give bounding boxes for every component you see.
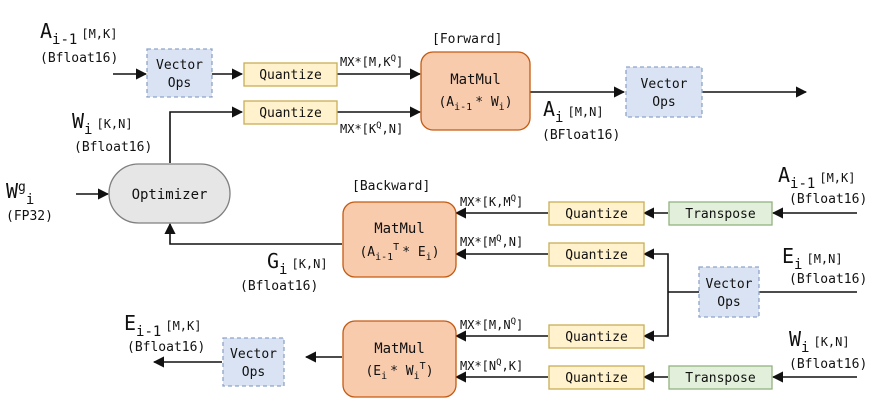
transpose-box-activation: Transpose (668, 201, 773, 226)
optimizer-node: Optimizer (108, 163, 231, 224)
forward-section-label: [Forward] (432, 32, 502, 47)
tensor-wg-input: Wgi (FP32) (6, 179, 53, 224)
matmul-backward-weight-grad: MatMul (Ai-1T* Ei) (342, 201, 457, 278)
vector-ops-box-backward-error: Vector Ops (698, 266, 760, 318)
matmul-forward: MatMul (Ai-1* Wi) (420, 51, 531, 131)
tensor-g-output: Gi[K,N] (Bfloat16) (240, 249, 328, 294)
svg-text:Ai-1[M,K]: Ai-1[M,K] (40, 19, 117, 48)
svg-text:(BFloat16): (BFloat16) (542, 128, 620, 143)
svg-text:MatMul: MatMul (374, 221, 425, 237)
svg-text:(Bfloat16): (Bfloat16) (789, 357, 867, 372)
edge-label-bw-error-1: MX*[MQ,N] (460, 234, 523, 249)
tensor-e-input: Ei[M,N] (Bfloat16) (782, 244, 867, 287)
svg-text:MatMul: MatMul (450, 72, 501, 88)
svg-text:(Bfloat16): (Bfloat16) (789, 272, 867, 287)
vector-ops-box-forward-output: Vector Ops (625, 66, 703, 118)
svg-text:Ei-1[M,K]: Ei-1[M,K] (124, 311, 201, 340)
svg-text:Gi[K,N]: Gi[K,N] (267, 249, 328, 278)
matmul-backward-data-grad: MatMul (Ei* WiT) (342, 320, 457, 398)
quantize-box-backward-error-2: Quantize (548, 324, 645, 349)
svg-text:Ops: Ops (168, 76, 191, 91)
edge-label-bw-activation: MX*[K,MQ] (460, 194, 523, 209)
tensor-w-backward: Wi[K,N] (Bfloat16) (789, 327, 867, 372)
backward-section-label: [Backward] (352, 179, 430, 194)
svg-text:MatMul: MatMul (374, 341, 425, 357)
edge-label-fw-activation: MX*[M,KQ] (340, 54, 403, 69)
svg-text:Vector: Vector (230, 347, 277, 362)
tensor-a-prev-input: Ai-1[M,K] (Bfloat16) (40, 19, 118, 66)
edge-label-bw-weight: MX*[NQ,K] (460, 358, 523, 373)
svg-text:(Ai-1T* Ei): (Ai-1T* Ei) (359, 242, 439, 263)
svg-text:(Bfloat16): (Bfloat16) (40, 51, 118, 66)
quantize-box-backward-error-1: Quantize (548, 242, 645, 267)
quantize-box-forward-weight: Quantize (243, 100, 338, 125)
svg-text:Quantize: Quantize (259, 68, 322, 83)
edge-label-fw-weight: MX*[KQ,N] (340, 121, 403, 136)
tensor-a-output: Ai[M,N] (BFloat16) (542, 97, 620, 143)
svg-text:Optimizer: Optimizer (132, 187, 208, 203)
tensor-e-prev-output: Ei-1[M,K] (Bfloat16) (124, 311, 205, 355)
svg-text:Wi[K,N]: Wi[K,N] (789, 327, 850, 356)
svg-text:(Bfloat16): (Bfloat16) (127, 340, 205, 355)
svg-text:Ai[M,N]: Ai[M,N] (543, 97, 604, 126)
quantize-box-backward-activation: Quantize (548, 201, 645, 226)
svg-text:Vector: Vector (156, 58, 203, 73)
svg-text:Quantize: Quantize (565, 248, 628, 263)
svg-text:Ops: Ops (717, 295, 740, 310)
quantize-box-forward-activation: Quantize (243, 62, 338, 87)
tensor-w-input: Wi[K,N] (Bfloat16) (72, 109, 152, 155)
edge-label-bw-error-2: MX*[M,NQ] (460, 317, 523, 332)
svg-text:(Ei* WiT): (Ei* WiT) (365, 361, 433, 382)
tensor-a-prev-backward: Ai-1[M,K] (Bfloat16) (778, 163, 867, 207)
svg-text:Transpose: Transpose (685, 207, 756, 222)
svg-text:Wi[K,N]: Wi[K,N] (72, 109, 133, 138)
svg-text:Ai-1[M,K]: Ai-1[M,K] (778, 163, 855, 192)
svg-text:Quantize: Quantize (565, 330, 628, 345)
svg-text:Transpose: Transpose (685, 371, 756, 386)
quantize-box-backward-weight: Quantize (548, 365, 645, 390)
svg-text:Quantize: Quantize (565, 207, 628, 222)
svg-text:Ops: Ops (652, 95, 675, 110)
svg-text:(Ai-1* Wi): (Ai-1* Wi) (438, 95, 512, 113)
svg-text:Quantize: Quantize (565, 371, 628, 386)
svg-text:Ops: Ops (242, 365, 265, 380)
svg-text:Vector: Vector (706, 277, 753, 292)
svg-text:(Bfloat16): (Bfloat16) (74, 140, 152, 155)
vector-ops-box-backward-output: Vector Ops (222, 337, 285, 387)
svg-text:(FP32): (FP32) (6, 209, 53, 224)
svg-text:(Bfloat16): (Bfloat16) (240, 279, 318, 294)
svg-text:Ei[M,N]: Ei[M,N] (782, 244, 843, 273)
svg-text:Wgi: Wgi (6, 179, 34, 208)
svg-text:Quantize: Quantize (259, 106, 322, 121)
transpose-box-weight: Transpose (668, 365, 773, 390)
vector-ops-box-forward-input: Vector Ops (146, 48, 213, 98)
svg-text:Vector: Vector (641, 77, 688, 92)
svg-text:(Bfloat16): (Bfloat16) (789, 192, 867, 207)
